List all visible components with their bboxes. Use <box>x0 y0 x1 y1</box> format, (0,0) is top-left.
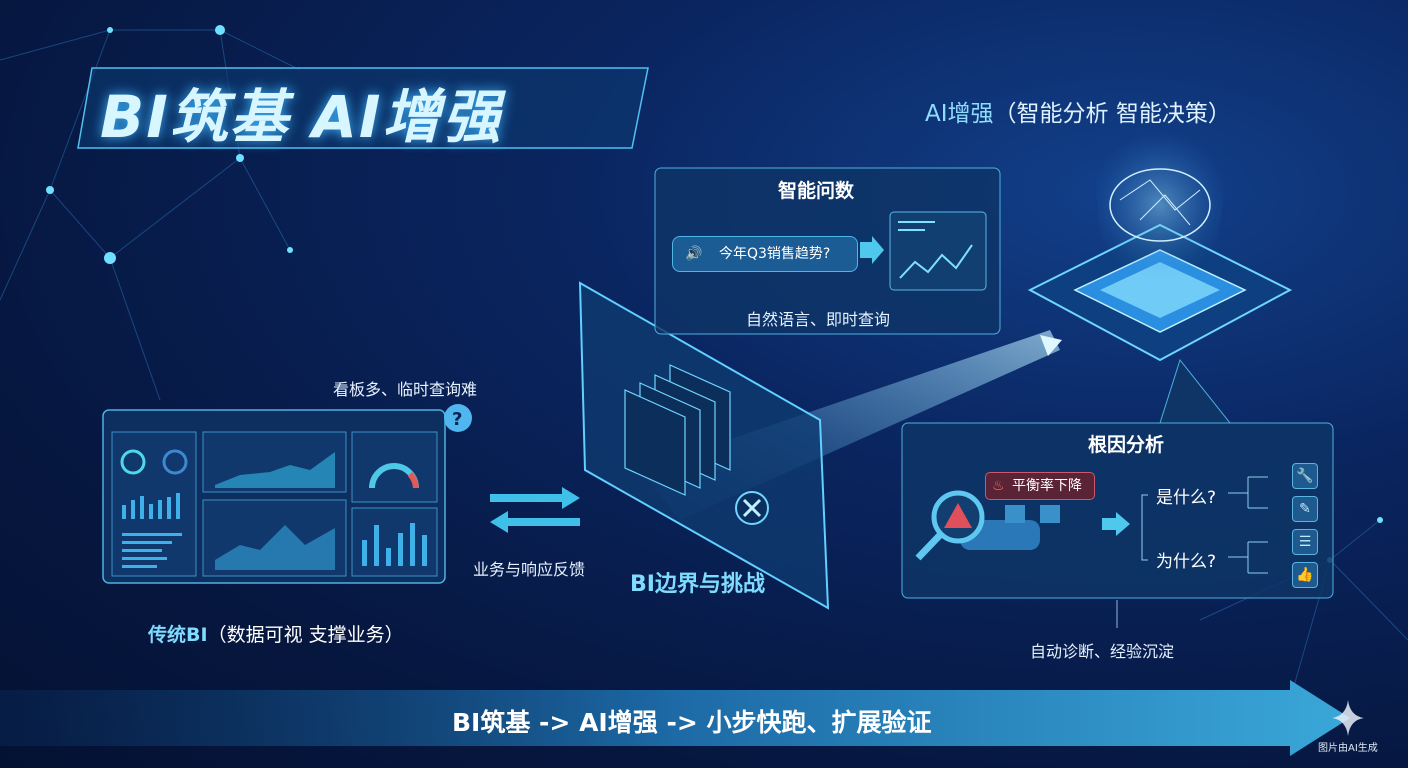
feedback-label: 业务与响应反馈 <box>473 560 586 579</box>
main-title: BI筑基 AI增强 <box>100 83 503 151</box>
stacked-dashboards-icon <box>624 364 731 496</box>
smart-query-caption: 自然语言、即时查询 <box>746 310 891 329</box>
edit-icon: ✎ <box>1292 496 1318 522</box>
svg-text:?: ? <box>452 409 462 430</box>
bottom-banner-text: BI筑基 -> AI增强 -> 小步快跑、扩展验证 <box>452 708 932 737</box>
fire-icon: ♨ <box>992 478 1005 494</box>
watermark: 图片由AI生成 <box>1318 743 1378 754</box>
sparkle-icon <box>1332 700 1364 736</box>
speaker-icon: 🔊 <box>685 246 703 262</box>
query-text: 今年Q3销售趋势? <box>719 246 831 262</box>
list-icon: ☰ <box>1292 529 1318 555</box>
alert-tag: ♨ 平衡率下降 <box>985 472 1095 500</box>
root-cause-caption: 自动诊断、经验沉淀 <box>1030 642 1175 661</box>
warning-icon <box>944 503 972 528</box>
traditional-bi-caption: 传统BI（数据可视 支撑业务） <box>148 620 404 647</box>
question-icon <box>444 404 472 432</box>
brain-icon <box>1109 168 1211 242</box>
progress-arrow-band <box>0 680 1350 756</box>
thumbs-up-icon: 👍 <box>1292 562 1318 588</box>
title-frame <box>77 67 649 149</box>
traditional-bi-highlight: 传统BI <box>148 624 208 646</box>
why-label: 为什么? <box>1156 552 1217 572</box>
traditional-bi-subtitle: （数据可视 支撑业务） <box>207 624 404 646</box>
root-cause-title: 根因分析 <box>1088 434 1165 456</box>
smart-query-title: 智能问数 <box>778 180 855 202</box>
query-bubble: 🔊 今年Q3销售趋势? <box>672 236 858 272</box>
arrow-right-icon <box>860 236 884 264</box>
ai-enhance-subtitle: （智能分析 智能决策） <box>993 101 1231 127</box>
root-cause-panel <box>901 422 1334 599</box>
alert-text: 平衡率下降 <box>1012 478 1082 494</box>
pain-point-label: 看板多、临时查询难 <box>333 380 478 399</box>
trend-chart-icon <box>889 211 987 291</box>
wrench-icon: 🔧 <box>1292 463 1318 489</box>
ai-enhance-heading: AI增强（智能分析 智能决策） <box>925 94 1231 128</box>
boundary-label: BI边界与挑战 <box>630 572 765 597</box>
ai-enhance-highlight: AI增强 <box>925 101 994 127</box>
feedback-arrows-icon <box>490 487 580 533</box>
what-label: 是什么? <box>1156 488 1217 508</box>
